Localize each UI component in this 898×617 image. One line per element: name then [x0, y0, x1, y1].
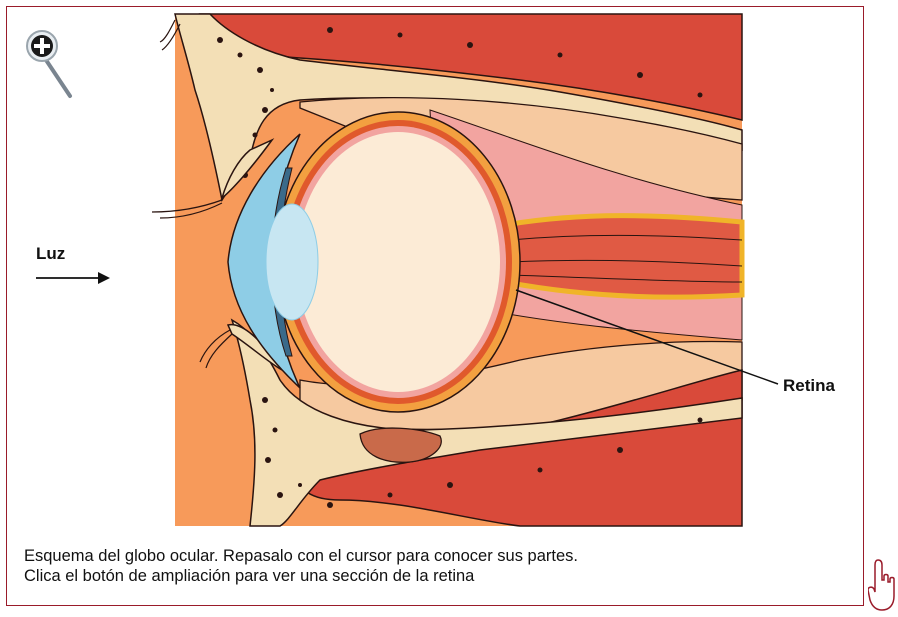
caption-line-1: Esquema del globo ocular. Repasalo con e… — [24, 546, 578, 566]
retina-label[interactable]: Retina — [783, 376, 835, 396]
vitreous-body — [296, 132, 500, 392]
caption-text: Esquema del globo ocular. Repasalo con e… — [24, 546, 578, 586]
caption-line-2: Clica el botón de ampliación para ver un… — [24, 566, 578, 586]
hand-pointer-icon — [868, 556, 898, 612]
zoom-in-button[interactable] — [22, 28, 80, 100]
lens — [266, 204, 318, 320]
light-arrow-head — [98, 272, 110, 284]
zoom-in-magnifier-icon — [22, 28, 80, 100]
optic-nerve — [505, 216, 742, 297]
light-label: Luz — [36, 244, 65, 264]
hand-pointer-button[interactable] — [868, 556, 898, 612]
